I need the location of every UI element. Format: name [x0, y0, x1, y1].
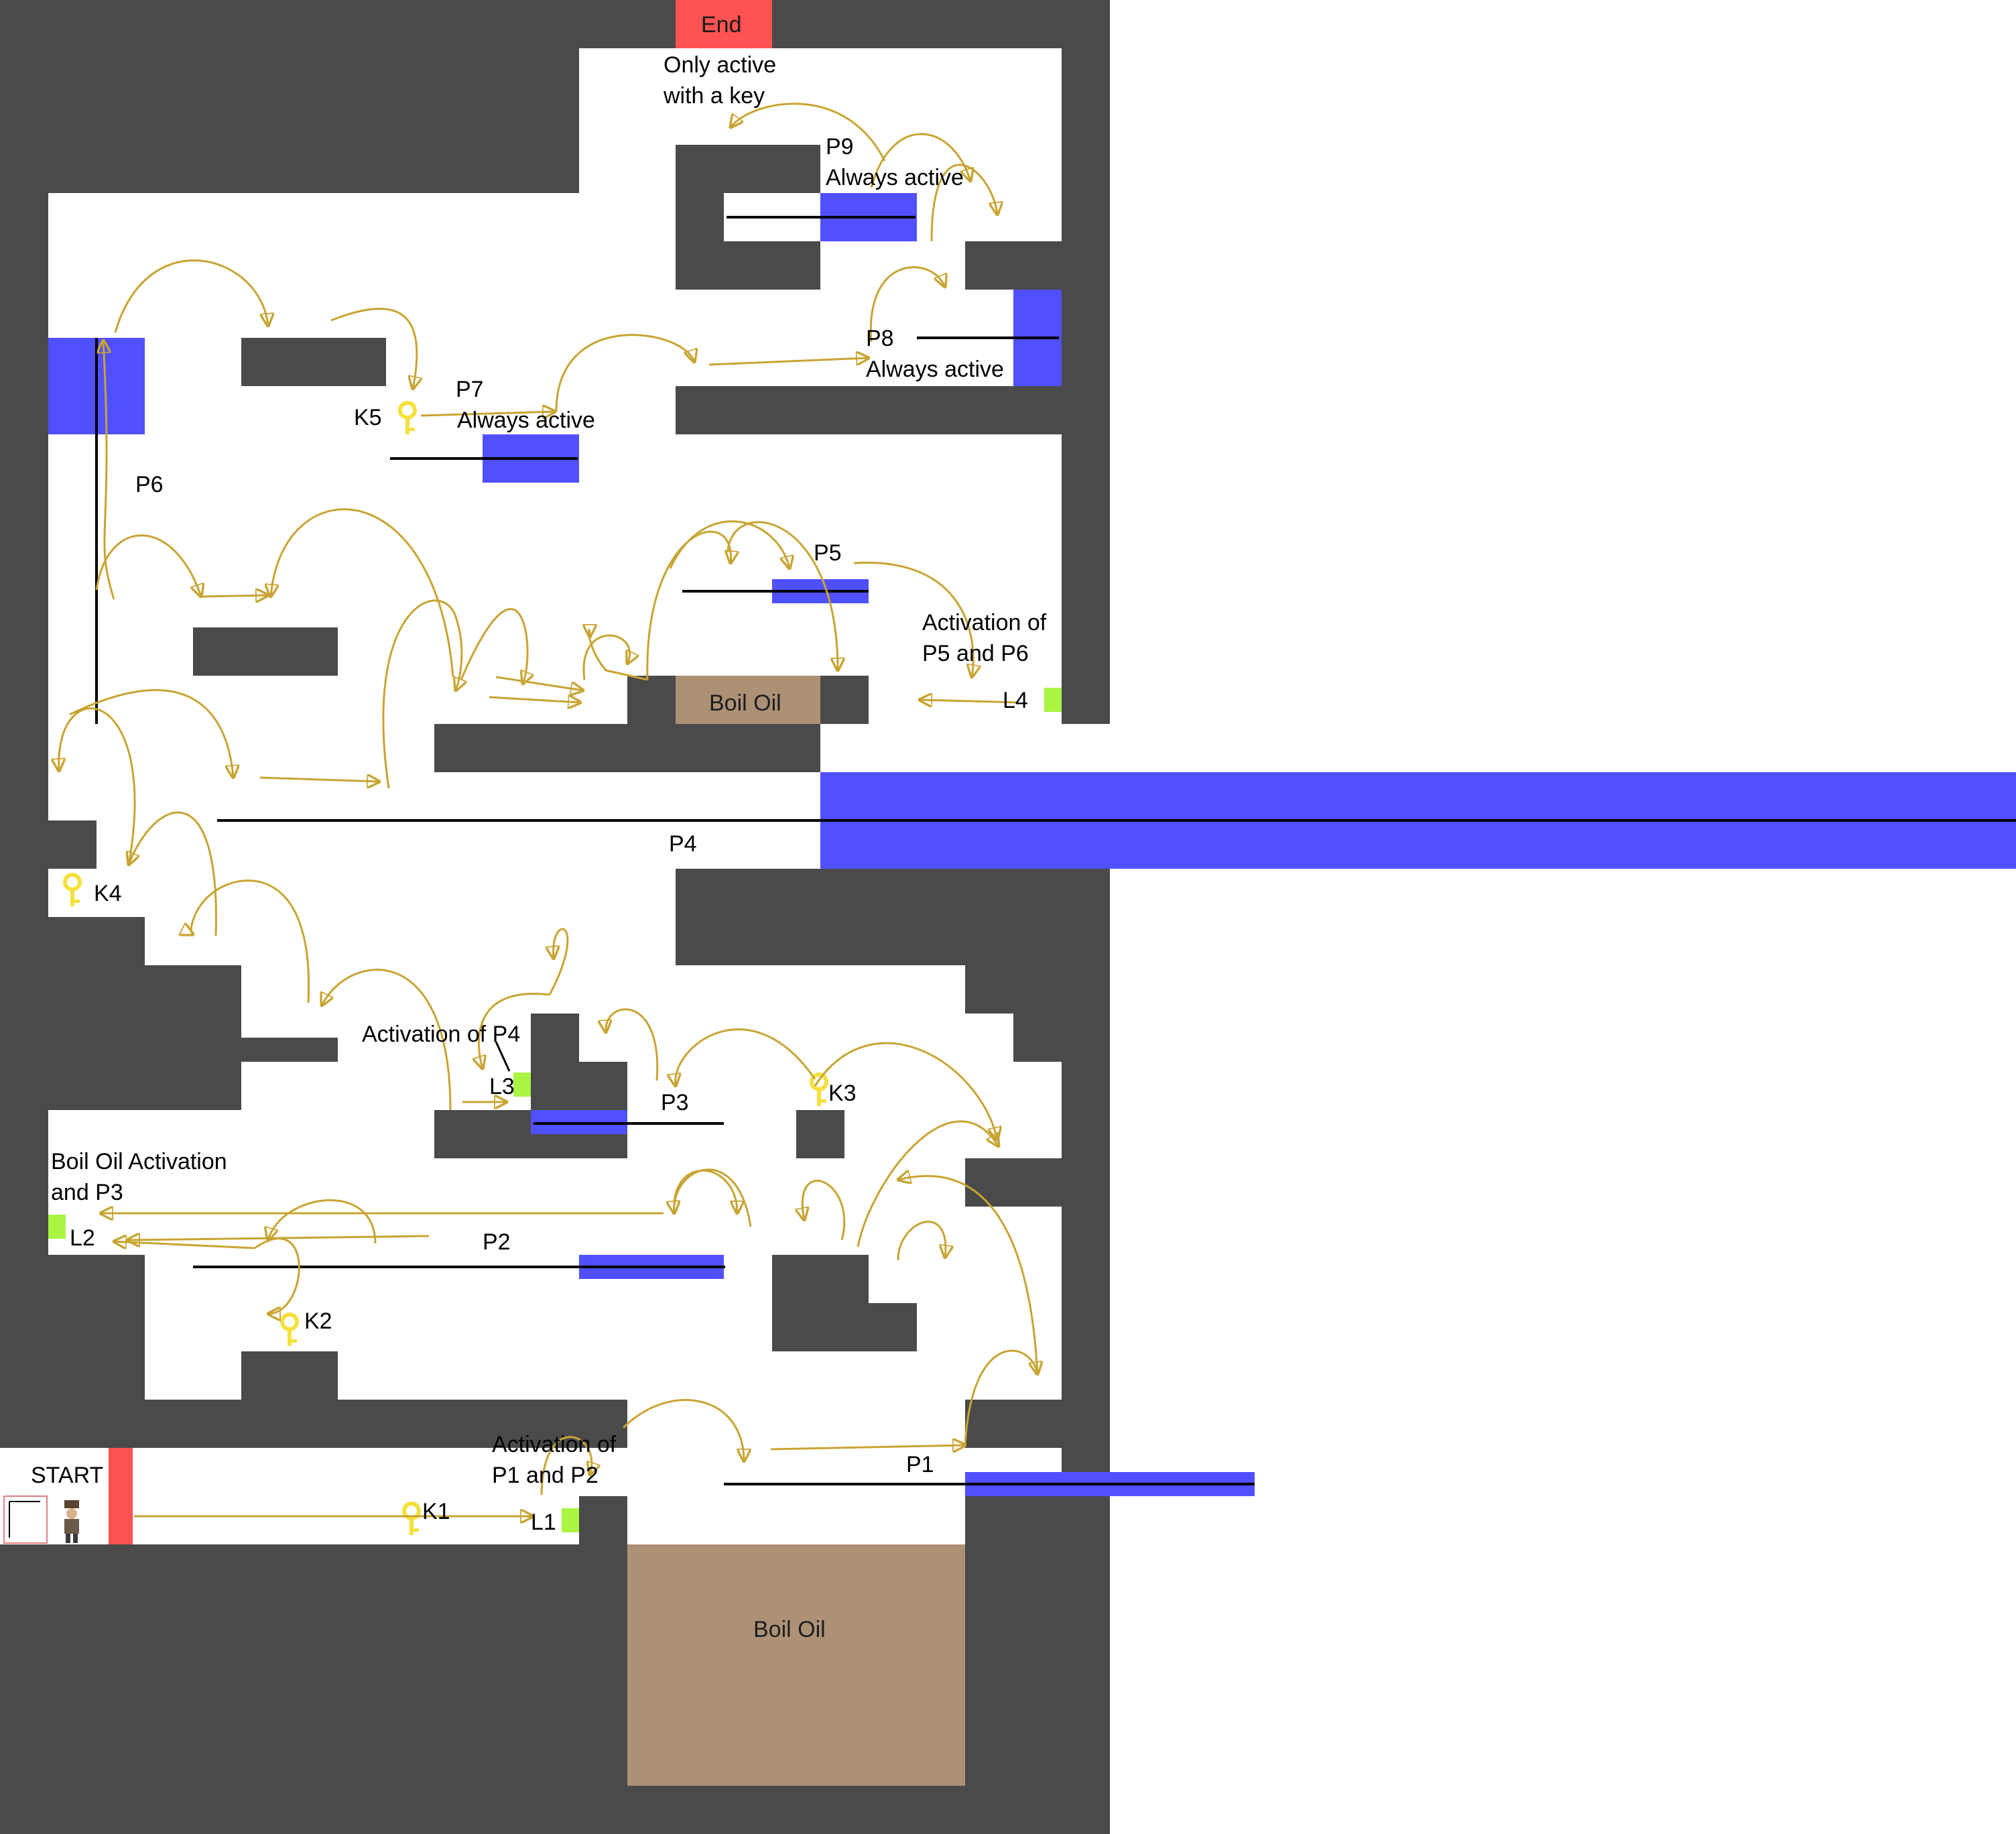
p7-note: Always active: [457, 408, 595, 433]
key-k3: [810, 1073, 828, 1106]
key-k4: [63, 873, 82, 906]
boil-oil-lower: [627, 1544, 965, 1786]
l2-label: L2: [70, 1225, 95, 1251]
lever-l1: [562, 1508, 579, 1532]
p9-label: P9: [826, 134, 854, 160]
end-label: End: [701, 12, 742, 38]
boil-oil-upper-label: Boil Oil: [709, 690, 781, 716]
key-k5: [398, 401, 417, 434]
lever-l3: [513, 1073, 531, 1097]
l3-indicator-line: [495, 1041, 511, 1072]
lever-l2: [48, 1215, 66, 1239]
levers: [48, 688, 1062, 1532]
activation-p1-p2-line2: P1 and P2: [492, 1463, 598, 1488]
p3-label: P3: [661, 1090, 689, 1115]
activation-p5-p6-line1: Activation of: [922, 610, 1047, 635]
p8-note: Always active: [866, 357, 1004, 382]
l4-label: L4: [1003, 688, 1028, 713]
p8-label: P8: [866, 326, 894, 351]
key-k1: [402, 1502, 421, 1535]
activation-p1-p2-line1: Activation of: [492, 1432, 617, 1457]
lever-l4: [1044, 688, 1062, 712]
boil-oil-upper: [676, 676, 820, 724]
l3-label: L3: [489, 1074, 515, 1099]
start-label: START: [31, 1463, 103, 1488]
l1-label: L1: [531, 1510, 556, 1535]
legend-thumbnail-icon: [3, 1495, 48, 1544]
end-door: [676, 0, 772, 48]
p5-label: P5: [814, 540, 842, 566]
p9-note: Always active: [826, 165, 964, 190]
boil-oil-activation-line2: and P3: [51, 1180, 123, 1205]
activation-p4-label: Activation of P4: [362, 1022, 520, 1047]
only-active-line1: Only active: [664, 52, 776, 78]
p7-label: P7: [456, 377, 484, 402]
p2-label: P2: [483, 1229, 511, 1255]
k1-label: K1: [422, 1499, 450, 1524]
k2-label: K2: [304, 1308, 332, 1334]
platform-rails: [95, 216, 1255, 1485]
path-arrows: [59, 103, 1037, 1516]
boil-oil-lower-label: Boil Oil: [753, 1617, 826, 1642]
p6-label: P6: [135, 472, 164, 497]
p1-label: P1: [906, 1452, 934, 1477]
p4-label: P4: [669, 831, 697, 857]
key-k2: [280, 1312, 299, 1346]
player-character-icon: [64, 1500, 79, 1543]
start-door: [109, 1448, 133, 1544]
boil-oil-activation-line1: Boil Oil Activation: [51, 1149, 227, 1174]
activation-p5-p6-line2: P5 and P6: [922, 641, 1029, 666]
k3-label: K3: [828, 1081, 857, 1106]
k5-label: K5: [354, 405, 382, 430]
only-active-line2: with a key: [663, 83, 765, 109]
k4-label: K4: [94, 881, 122, 906]
map-labels: End Only active with a key P9 Always act…: [31, 12, 1047, 1642]
